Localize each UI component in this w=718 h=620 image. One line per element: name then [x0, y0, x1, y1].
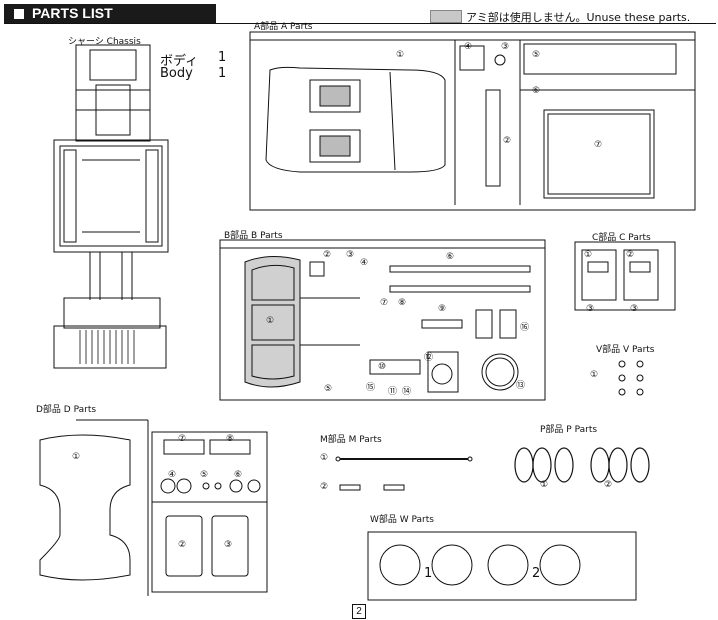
a-part-num-5: ⑤: [532, 50, 541, 60]
v-part-num-1: ①: [590, 370, 599, 380]
a-part-num-6: ⑥: [532, 86, 541, 96]
b-part-num-6: ⑥: [446, 252, 455, 262]
v-parts-label: V部品 V Parts: [596, 345, 655, 355]
body-qty-en: 1: [218, 66, 227, 81]
page-number: 2: [352, 604, 366, 619]
d-part-num-7: ⑦: [178, 434, 187, 444]
w-part-num-1: 1: [424, 566, 433, 581]
d-part-num-3: ③: [224, 540, 233, 550]
m-part-num-1: ①: [320, 453, 329, 463]
b-part-num-8: ⑧: [398, 298, 407, 308]
p-parts-label: P部品 P Parts: [540, 425, 598, 435]
square-bullet-icon: [14, 9, 24, 19]
b-parts-label: B部品 B Parts: [224, 231, 283, 241]
b-part-num-7: ⑦: [380, 298, 389, 308]
a-part-num-2: ②: [503, 136, 512, 146]
unuse-note: アミ部は使用しません。Unuse these parts.: [430, 9, 690, 25]
w-parts-runner: [367, 531, 637, 601]
b-part-num-9: ⑨: [438, 304, 447, 314]
b-part-num-16: ⑯: [520, 323, 530, 333]
d-parts-runner: [39, 419, 268, 596]
b-part-num-13: ⑬: [516, 381, 526, 391]
body-name-jp: ボディ: [160, 54, 199, 69]
d-part-num-5: ⑤: [200, 470, 209, 480]
p-parts-drawing: [514, 447, 650, 483]
a-part-num-1: ①: [396, 50, 405, 60]
section-header: PARTS LIST: [4, 4, 216, 23]
p-part-num-2: ②: [604, 480, 613, 490]
d-part-num-8: ⑧: [226, 434, 235, 444]
a-parts-runner: [249, 31, 696, 211]
a-part-num-7: ⑦: [594, 140, 603, 150]
section-title: PARTS LIST: [32, 5, 113, 21]
a-parts-label: A部品 A Parts: [254, 22, 313, 32]
b-part-num-1: ①: [266, 316, 275, 326]
m-parts-label: M部品 M Parts: [320, 435, 382, 445]
d-parts-label: D部品 D Parts: [36, 405, 97, 415]
v-parts-drawing: [618, 360, 644, 396]
b-part-num-10: ⑩: [378, 362, 387, 372]
b-part-num-3: ③: [346, 250, 355, 260]
m-part-num-2: ②: [320, 482, 329, 492]
b-part-num-12: ⑫: [424, 353, 434, 363]
c-parts-label: C部品 C Parts: [592, 233, 651, 243]
body-name-en: Body: [160, 66, 193, 81]
b-part-num-14: ⑭: [402, 387, 412, 397]
b-part-num-2: ②: [323, 250, 332, 260]
header-rule: [4, 23, 716, 24]
chassis-drawing: [53, 44, 169, 369]
d-part-num-1: ①: [72, 452, 81, 462]
unuse-note-text: アミ部は使用しません。Unuse these parts.: [466, 11, 691, 24]
a-part-num-3: ③: [501, 42, 510, 52]
a-part-num-4: ④: [464, 42, 473, 52]
c-part-num-2: ②: [626, 250, 635, 260]
b-parts-runner: [219, 239, 546, 401]
b-part-num-5: ⑤: [324, 384, 333, 394]
chassis-label: シャーシ Chassis: [68, 37, 141, 47]
c-part-num-1: ①: [584, 250, 593, 260]
d-part-num-2: ②: [178, 540, 187, 550]
c-part-num-3b: ③: [630, 304, 639, 314]
w-parts-label: W部品 W Parts: [370, 515, 434, 525]
m-parts-drawing: [335, 456, 473, 491]
c-parts-runner: [574, 241, 676, 311]
w-part-num-2: 2: [532, 566, 541, 581]
c-part-num-3a: ③: [586, 304, 595, 314]
b-part-num-11: ⑪: [388, 387, 398, 397]
unused-swatch: [430, 10, 462, 23]
b-part-num-15: ⑮: [366, 383, 376, 393]
p-part-num-1: ①: [540, 480, 549, 490]
d-part-num-6: ⑥: [234, 470, 243, 480]
d-part-num-4: ④: [168, 470, 177, 480]
body-qty-jp: 1: [218, 50, 227, 65]
b-part-num-4: ④: [360, 258, 369, 268]
